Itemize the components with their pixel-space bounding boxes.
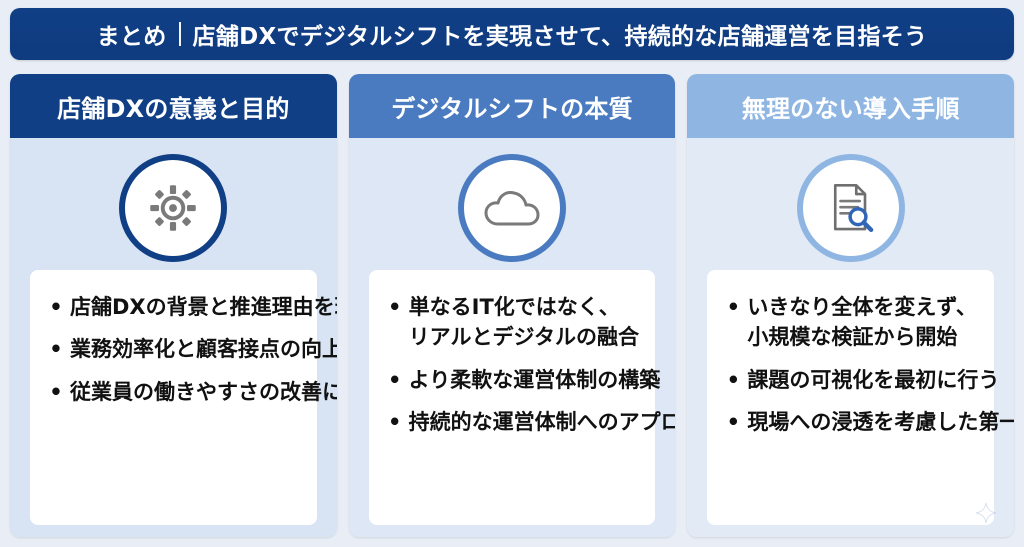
bullet-text: 業務効率化と顧客接点の向上を目指す — [70, 337, 337, 362]
column-digital-shift: デジタルシフトの本質 • 単なるIT化ではなく、リアルとデジタルの融合 — [348, 74, 676, 537]
list-item: • 単なるIT化ではなく、リアルとデジタルの融合 — [387, 292, 640, 353]
bullet-list-purpose: • 店舗DXの背景と推進理由を理解する • 業務効率化と顧客接点の向上を目指す … — [48, 292, 336, 407]
bullet-marker: • — [49, 337, 63, 362]
bullet-marker: • — [726, 295, 741, 319]
bullet-list-digital-shift: • 単なるIT化ではなく、リアルとデジタルの融合 • より柔軟な運営体制の構築 … — [387, 292, 675, 438]
list-item: • 店舗DXの背景と推進理由を理解する — [48, 292, 336, 322]
gear-icon — [150, 185, 197, 231]
gear-icon-circle — [119, 154, 228, 262]
list-item: • 持続的な運営体制へのアプローチ — [387, 407, 675, 437]
column-purpose: 店舗DXの意義と目的 — [10, 74, 337, 537]
bullet-text: 店舗DXの背景と推進理由を理解する — [70, 295, 337, 319]
banner-divider — [178, 22, 181, 46]
bullet-marker: • — [726, 410, 741, 435]
column-header-purpose: 店舗DXの意義と目的 — [10, 74, 337, 138]
summary-columns: 店舗DXの意義と目的 — [10, 74, 1015, 537]
bullet-text: より柔軟な運営体制の構築 — [408, 367, 661, 392]
column-title-digital-shift: デジタルシフトの本質 — [391, 94, 633, 123]
column-introduction-steps: 無理のない導入手順 — [687, 74, 1015, 537]
bullet-marker: • — [49, 379, 63, 404]
bullet-text: いきなり全体を変えず、小規模な検証から開始 — [747, 295, 977, 350]
sparkle-icon — [975, 502, 997, 524]
list-item: • 従業員の働きやすさの改善にも注目 — [48, 377, 336, 407]
column-header-introduction-steps: 無理のない導入手順 — [687, 74, 1015, 138]
bullet-marker: • — [387, 367, 402, 392]
bullet-card-introduction-steps: • いきなり全体を変えず、小規模な検証から開始 • 課題の可視化を最初に行う •… — [707, 270, 1014, 525]
bullet-card-purpose: • 店舗DXの背景と推進理由を理解する • 業務効率化と顧客接点の向上を目指す … — [30, 270, 337, 525]
document-search-icon-circle — [796, 154, 905, 262]
list-item: • 現場への浸透を考慮した第一歩 — [725, 407, 1014, 437]
column-title-introduction-steps: 無理のない導入手順 — [741, 94, 960, 123]
bullet-list-introduction-steps: • いきなり全体を変えず、小規模な検証から開始 • 課題の可視化を最初に行う •… — [725, 292, 1014, 438]
bullet-marker: • — [387, 295, 402, 319]
bullet-text: 現場への浸透を考慮した第一歩 — [747, 410, 1015, 435]
list-item: • 業務効率化と顧客接点の向上を目指す — [48, 334, 336, 364]
column-body-introduction-steps: • いきなり全体を変えず、小規模な検証から開始 • 課題の可視化を最初に行う •… — [687, 138, 1015, 537]
cloud-icon — [484, 191, 540, 226]
summary-banner: まとめ 店舗DXでデジタルシフトを実現させて、持続的な店舗運営を目指そう — [10, 8, 1014, 60]
banner-right-label: 店舗DXでデジタルシフトを実現させて、持続的な店舗運営を目指そう — [192, 24, 928, 50]
list-item: • より柔軟な運営体制の構築 — [387, 365, 660, 395]
bullet-card-digital-shift: • 単なるIT化ではなく、リアルとデジタルの融合 • より柔軟な運営体制の構築 … — [368, 270, 675, 525]
column-body-purpose: • 店舗DXの背景と推進理由を理解する • 業務効率化と顧客接点の向上を目指す … — [10, 138, 337, 537]
bullet-text: 単なるIT化ではなく、リアルとデジタルの融合 — [408, 295, 640, 350]
bullet-text: 持続的な運営体制へのアプローチ — [408, 410, 676, 435]
column-title-purpose: 店舗DXの意義と目的 — [57, 94, 290, 123]
column-header-digital-shift: デジタルシフトの本質 — [348, 74, 676, 138]
cloud-icon-circle — [458, 154, 566, 262]
column-body-digital-shift: • 単なるIT化ではなく、リアルとデジタルの融合 • より柔軟な運営体制の構築 … — [348, 138, 676, 537]
document-search-icon — [833, 183, 873, 233]
banner-left-label: まとめ — [96, 24, 167, 50]
bullet-marker: • — [387, 410, 402, 435]
bullet-marker: • — [49, 295, 63, 319]
bullet-marker: • — [726, 367, 741, 392]
list-item: • 課題の可視化を最初に行う — [725, 365, 1000, 395]
bullet-text: 課題の可視化を最初に行う — [747, 367, 1000, 392]
list-item: • いきなり全体を変えず、小規模な検証から開始 — [725, 292, 977, 353]
bullet-text: 従業員の働きやすさの改善にも注目 — [70, 379, 337, 404]
